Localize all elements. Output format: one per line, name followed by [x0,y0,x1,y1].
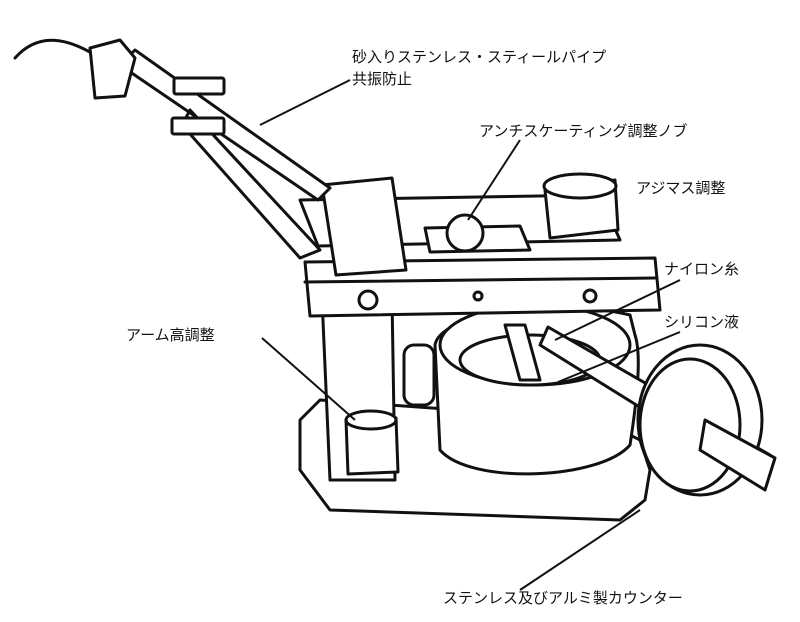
crossbar-knob [357,289,379,311]
label-antiskating: アンチスケーティング調整ノブ [479,122,688,140]
label-pipe: 砂入りステンレス・スティールパイプ [352,48,607,66]
crossbar-hole-2 [582,288,598,304]
label-anti-resonance: 共振防止 [352,70,413,88]
side-cup [402,343,436,407]
label-arm-height: アーム高調整 [126,326,215,344]
shaft-stub [698,418,777,492]
pivot-block [320,176,408,277]
crossbar-hole-1 [472,290,484,302]
label-azimuth: アジマス調整 [636,179,726,197]
antiskating-knob [445,213,485,253]
finger-lift [172,76,226,96]
crossbar [303,256,662,318]
label-silicon: シリコン液 [664,313,740,331]
signal-cable [13,38,97,60]
arm-clamp [170,116,226,136]
headshell [88,38,137,100]
paddle [503,323,542,382]
label-nylon: ナイロン糸 [664,260,740,278]
label-counterweight: ステンレス及びアルミ製カウンター [443,589,683,607]
